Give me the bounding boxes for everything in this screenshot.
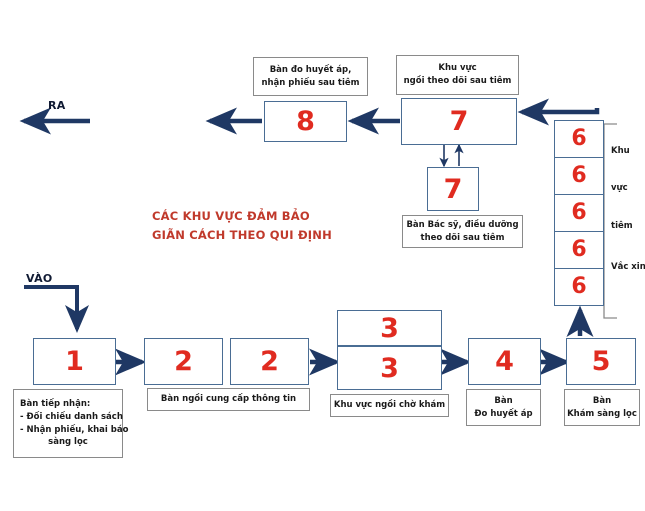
caption-line: Khám sàng lọc [567, 408, 637, 419]
caption-screening-desk: Bàn Khám sàng lọc [564, 389, 640, 426]
bracket-label-word-3: tiêm [611, 221, 633, 231]
caption-line: - Đối chiếu danh sách [20, 411, 123, 422]
station-box-2-info-a[interactable]: 2 [144, 338, 223, 385]
caption-line: Đo huyết áp [474, 408, 533, 419]
caption-bp-receipt-desk: Bàn đo huyết áp, nhận phiếu sau tiêm [253, 57, 368, 96]
station-box-6-booth-2[interactable]: 6 [554, 157, 604, 195]
caption-line: Bàn đo huyết áp, [269, 64, 352, 75]
station-box-4-blood-pressure[interactable]: 4 [468, 338, 541, 385]
caption-line: Khu vực ngồi chờ khám [333, 400, 446, 411]
caption-line: Bàn [494, 395, 513, 406]
station-box-3-waiting-b[interactable]: 3 [337, 346, 442, 390]
caption-line: Bàn tiếp nhận: [20, 399, 91, 409]
station-box-1-reception[interactable]: 1 [33, 338, 116, 385]
caption-line: Bàn ngồi cung cấp thông tin [160, 394, 297, 405]
station-box-6-booth-3[interactable]: 6 [554, 194, 604, 232]
entry-label: VÀO [26, 272, 53, 285]
exit-label: RA [48, 99, 66, 112]
caption-info-desk: Bàn ngồi cung cấp thông tin [147, 388, 310, 411]
distancing-note-line-1: CÁC KHU VỰC ĐẢM BẢO [152, 209, 310, 223]
caption-post-injection-area: Khu vực ngồi theo dõi sau tiêm [396, 55, 519, 95]
station-box-6-booth-5[interactable]: 6 [554, 268, 604, 306]
bracket-label-word-4: Vắc xin [611, 262, 645, 272]
caption-line: Bàn Bác sỹ, điều dưỡng [406, 219, 519, 230]
caption-line: sàng lọc [48, 437, 88, 448]
caption-blood-pressure-desk: Bàn Đo huyết áp [466, 389, 541, 426]
station-box-6-booth-4[interactable]: 6 [554, 231, 604, 269]
station-box-6-booth-1[interactable]: 6 [554, 120, 604, 158]
distancing-note: CÁC KHU VỰC ĐẢM BẢO GIÃN CÁCH THEO QUI Đ… [152, 207, 332, 245]
caption-waiting-area: Khu vực ngồi chờ khám [330, 394, 449, 417]
station-box-3-waiting-a[interactable]: 3 [337, 310, 442, 346]
caption-reception-desk: Bàn tiếp nhận: - Đối chiếu danh sách - N… [13, 389, 128, 458]
caption-line: nhận phiếu sau tiêm [261, 77, 360, 88]
caption-doctor-desk: Bàn Bác sỹ, điều dưỡng theo dõi sau tiêm [402, 215, 523, 248]
arrow-6-to-7 [517, 98, 600, 126]
arrow-entry-vao [24, 285, 90, 333]
caption-line: - Nhận phiếu, khai báo [20, 424, 129, 435]
station-box-8[interactable]: 8 [264, 101, 347, 142]
station-box-7-doctor-desk[interactable]: 7 [427, 167, 479, 211]
caption-line: ngồi theo dõi sau tiêm [403, 76, 512, 86]
distancing-note-line-2: GIÃN CÁCH THEO QUI ĐỊNH [152, 227, 332, 242]
station-box-7-observation-area[interactable]: 7 [401, 98, 517, 145]
caption-line: theo dõi sau tiêm [420, 232, 505, 243]
station-box-2-info-b[interactable]: 2 [230, 338, 309, 385]
caption-line: Bàn [592, 395, 612, 406]
bracket-label-word-1: Khu [611, 146, 630, 156]
station-box-5-screening[interactable]: 5 [566, 338, 636, 385]
caption-line: Khu vực [438, 63, 477, 74]
bracket-label-word-2: vực [611, 183, 628, 193]
